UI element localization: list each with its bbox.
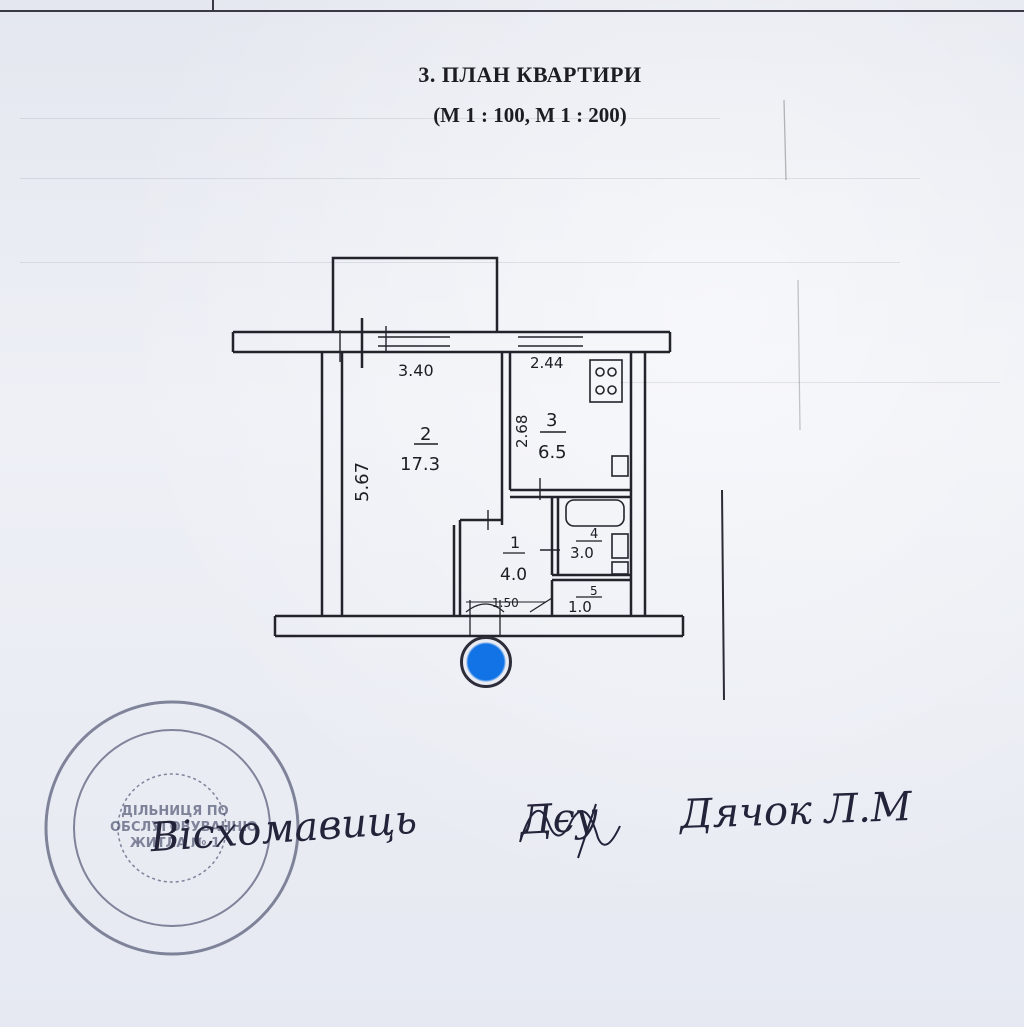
- dimension-label: 1.50: [492, 596, 519, 610]
- top-rule-tick: [212, 0, 214, 10]
- room-area: 1.0: [568, 598, 592, 616]
- pen-mark: [721, 489, 725, 701]
- dimension-label: 2.68: [513, 415, 531, 448]
- bathtub-icon: [565, 499, 625, 527]
- faint-line: [20, 118, 720, 119]
- room-number: 4: [590, 527, 598, 542]
- top-rule: [0, 0, 1024, 12]
- faint-line: [20, 262, 900, 263]
- room-number: 2: [420, 424, 431, 445]
- pen-mark: [797, 279, 801, 431]
- room-number: 5: [590, 584, 598, 598]
- plan-walls: [231, 256, 685, 638]
- room-area: 6.5: [538, 442, 567, 463]
- toilet-icon: [611, 561, 629, 575]
- sink-icon: [611, 455, 629, 477]
- pen-mark: [783, 99, 787, 181]
- room-number: 1: [510, 533, 520, 552]
- room-number: 3: [546, 410, 557, 431]
- page-title: 3. ПЛАН КВАРТИРИ: [418, 62, 642, 87]
- dimension-label: 2.44: [530, 354, 563, 372]
- washbasin-icon: [611, 533, 629, 559]
- faint-line: [20, 178, 920, 179]
- location-marker-icon: [460, 636, 512, 688]
- scale-subtitle: (М 1 : 100, М 1 : 200): [433, 103, 627, 127]
- fixtures: [565, 359, 629, 575]
- signature-icon: [519, 803, 621, 859]
- faint-line: [620, 382, 1000, 383]
- stamp-seal-icon: [44, 700, 300, 956]
- stamp-center-text: ДІЛЬНИЦЯ ПО ОБСЛУГОВУВАННЮ ЖИТЛА № 1: [110, 804, 258, 851]
- room-area: 4.0: [500, 565, 527, 585]
- room-area: 3.0: [570, 544, 594, 562]
- dimension-label: 3.40: [398, 361, 434, 380]
- signature-initials: Дєу: [518, 793, 600, 845]
- dimension-label: 5.67: [352, 462, 373, 502]
- stove-icon: [589, 359, 623, 403]
- balcony: [331, 256, 499, 332]
- executor-name: Дячок Л.М: [679, 783, 913, 839]
- room-area: 17.3: [400, 454, 440, 475]
